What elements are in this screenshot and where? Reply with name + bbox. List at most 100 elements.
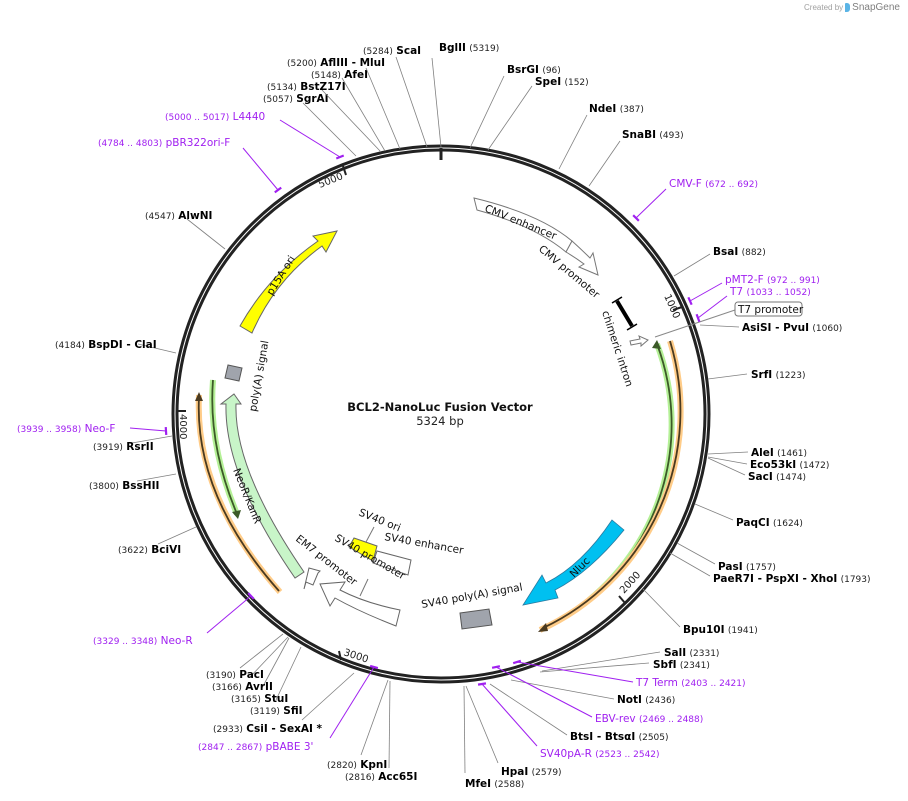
enzyme-site[interactable]: BglII (5319) — [431, 42, 499, 148]
svg-text:(4784 .. 4803) pBR322ori-F: (4784 .. 4803) pBR322ori-F — [98, 137, 230, 149]
primer-name: T7 — [729, 286, 743, 298]
primer-range: (5000 .. 5017) — [165, 113, 229, 123]
enzyme-site[interactable]: SbfI (2341) — [539, 659, 710, 673]
svg-text:Eco53kI (1472): Eco53kI (1472) — [750, 459, 829, 471]
enzyme-name: NotI — [617, 694, 642, 706]
feature-cmv-enhancer[interactable]: CMV enhancer — [473, 197, 573, 253]
enzyme-site[interactable]: Eco53kI (1472) — [707, 456, 829, 471]
primer-site[interactable]: EBV-rev (2469 .. 2488) — [491, 665, 703, 725]
enzyme-site[interactable]: (3166) AvrII — [212, 636, 289, 693]
svg-text:SrfI (1223): SrfI (1223) — [751, 369, 806, 381]
feature-neor-kanr[interactable]: NeoR/KanR — [219, 393, 305, 579]
primer-site[interactable]: (2847 .. 2867) pBABE 3' — [198, 664, 379, 753]
primer-name: EBV-rev — [595, 713, 636, 725]
enzyme-position: (1793) — [841, 575, 871, 585]
svg-text:(3622) BciVI: (3622) BciVI — [118, 544, 181, 556]
svg-text:Bpu10I (1941): Bpu10I (1941) — [683, 624, 758, 636]
enzyme-site[interactable]: SacI (1474) — [707, 457, 806, 483]
feature-nluc[interactable]: Nluc — [522, 519, 625, 606]
enzyme-position: (1624) — [773, 519, 803, 529]
svg-text:CMV-F (672 .. 692): CMV-F (672 .. 692) — [669, 178, 758, 190]
orf-orange-left[interactable] — [195, 392, 283, 594]
svg-text:(2933) CsiI - SexAI *: (2933) CsiI - SexAI * — [213, 723, 323, 735]
enzyme-position: (2331) — [690, 649, 720, 659]
enzyme-site[interactable]: PaeR7I - PspXI - XhoI (1793) — [669, 552, 871, 585]
orf-green-left[interactable] — [209, 379, 241, 519]
tick-label-4000: 4000 — [177, 414, 188, 439]
svg-text:T7 (1033 .. 1052): T7 (1033 .. 1052) — [729, 286, 811, 298]
enzyme-site[interactable]: Bpu10I (1941) — [642, 588, 758, 636]
feature-cmv-promoter[interactable]: CMV promoter — [536, 240, 602, 301]
primer-site[interactable]: CMV-F (672 .. 692) — [632, 178, 758, 222]
primer-site[interactable]: (4784 .. 4803) pBR322ori-F — [98, 137, 282, 194]
primer-site[interactable]: SV40pA-R (2523 .. 2542) — [477, 682, 660, 760]
feature-sv40-polya[interactable]: SV40 poly(A) signal — [420, 581, 524, 630]
feature-sv40-promoter[interactable]: SV40 promoter — [319, 532, 408, 627]
enzyme-site[interactable]: (4547) AlwNI — [145, 210, 226, 250]
enzyme-site[interactable]: (3119) SfiI — [250, 646, 303, 717]
primer-name: Neo-F — [85, 423, 116, 435]
enzyme-site[interactable]: (2816) Acc65I — [345, 680, 417, 783]
enzyme-position: (2820) — [327, 761, 357, 771]
enzyme-position: (387) — [620, 105, 644, 115]
feature-t7-promoter[interactable]: T7 promoter — [629, 301, 804, 348]
enzyme-site[interactable]: SrfI (1223) — [707, 369, 806, 381]
enzyme-name: SbfI — [653, 659, 677, 671]
enzyme-site[interactable]: (2933) CsiI - SexAI * — [213, 672, 355, 735]
enzyme-site[interactable]: (2820) KpnI — [327, 679, 389, 771]
enzyme-site[interactable]: (4184) BspDI - ClaI — [55, 339, 177, 354]
enzyme-site[interactable]: (5148) AfeI — [311, 69, 386, 152]
enzyme-site[interactable]: BsrGI (96) — [469, 64, 561, 149]
enzyme-name: SalI — [664, 647, 686, 659]
enzyme-site[interactable]: NdeI (387) — [558, 103, 644, 170]
enzyme-site[interactable]: (3800) BssHII — [89, 473, 177, 492]
primer-range: (672 .. 692) — [705, 180, 758, 190]
enzyme-site[interactable]: (3622) BciVI — [118, 526, 197, 556]
enzyme-site[interactable]: SpeI (152) — [487, 76, 589, 151]
primer-site[interactable]: pMT2-F (972 .. 991) — [687, 274, 820, 306]
enzyme-name: HpaI — [501, 766, 528, 778]
enzyme-position: (1474) — [776, 473, 806, 483]
primer-site[interactable]: (5000 .. 5017) L4440 — [165, 111, 345, 160]
enzyme-site[interactable]: (3190) PacI — [206, 633, 284, 681]
enzyme-site[interactable]: AleI (1461) — [707, 447, 807, 459]
svg-text:CMV enhancer: CMV enhancer — [483, 203, 559, 243]
snapgene-logo-icon — [845, 3, 851, 12]
enzyme-site[interactable]: AsiSI - PvuI (1060) — [699, 322, 842, 334]
enzyme-site[interactable]: (5057) SgrAI — [263, 93, 357, 157]
enzyme-name: BsrGI — [507, 64, 539, 76]
enzyme-site[interactable]: BsaI (882) — [673, 246, 766, 277]
enzyme-site[interactable]: MfeI (2588) — [463, 685, 524, 790]
enzyme-site[interactable]: SalI (2331) — [541, 647, 720, 672]
enzyme-site[interactable]: PasI (1757) — [676, 542, 776, 573]
enzyme-site[interactable]: SnaBI (493) — [588, 129, 684, 187]
feature-p15a-ori[interactable]: p15A ori — [239, 230, 338, 334]
enzyme-site[interactable]: HpaI (2579) — [465, 685, 562, 778]
svg-text:BsrGI (96): BsrGI (96) — [507, 64, 561, 76]
enzyme-position: (3190) — [206, 671, 236, 681]
enzyme-position: (96) — [542, 66, 560, 76]
enzyme-name: StuI — [264, 693, 288, 705]
enzyme-site[interactable]: NotI (2436) — [510, 679, 675, 706]
primer-name: CMV-F — [669, 178, 702, 190]
svg-text:SacI (1474): SacI (1474) — [748, 471, 806, 483]
enzyme-site[interactable]: (3919) RsrII — [93, 435, 173, 453]
svg-text:(2816) Acc65I: (2816) Acc65I — [345, 771, 417, 783]
primer-site[interactable]: (3939 .. 3958) Neo-F — [17, 423, 168, 436]
enzyme-site[interactable]: (3165) StuI — [231, 637, 290, 705]
svg-text:pMT2-F (972 .. 991): pMT2-F (972 .. 991) — [725, 274, 820, 286]
primer-site[interactable]: T7 (1033 .. 1052) — [695, 286, 811, 323]
enzyme-site[interactable]: BtsI - BtsαI (2505) — [489, 683, 669, 743]
enzyme-position: (2579) — [532, 768, 562, 778]
orf-orange-right[interactable] — [538, 340, 684, 633]
primer-range: (3329 .. 3348) — [93, 637, 157, 647]
enzyme-position: (1223) — [776, 371, 806, 381]
enzyme-position: (2933) — [213, 725, 243, 735]
enzyme-site[interactable]: (5134) BstZ17I — [267, 81, 382, 153]
primer-name: pMT2-F — [725, 274, 764, 286]
primer-site[interactable]: (3329 .. 3348) Neo-R — [93, 592, 255, 647]
enzyme-site[interactable]: (5284) ScaI — [363, 45, 428, 148]
enzyme-site[interactable]: PaqCI (1624) — [694, 503, 803, 529]
enzyme-site[interactable]: (5200) AflIII - MluI — [287, 57, 401, 150]
primer-site[interactable]: T7 Term (2403 .. 2421) — [512, 659, 746, 689]
